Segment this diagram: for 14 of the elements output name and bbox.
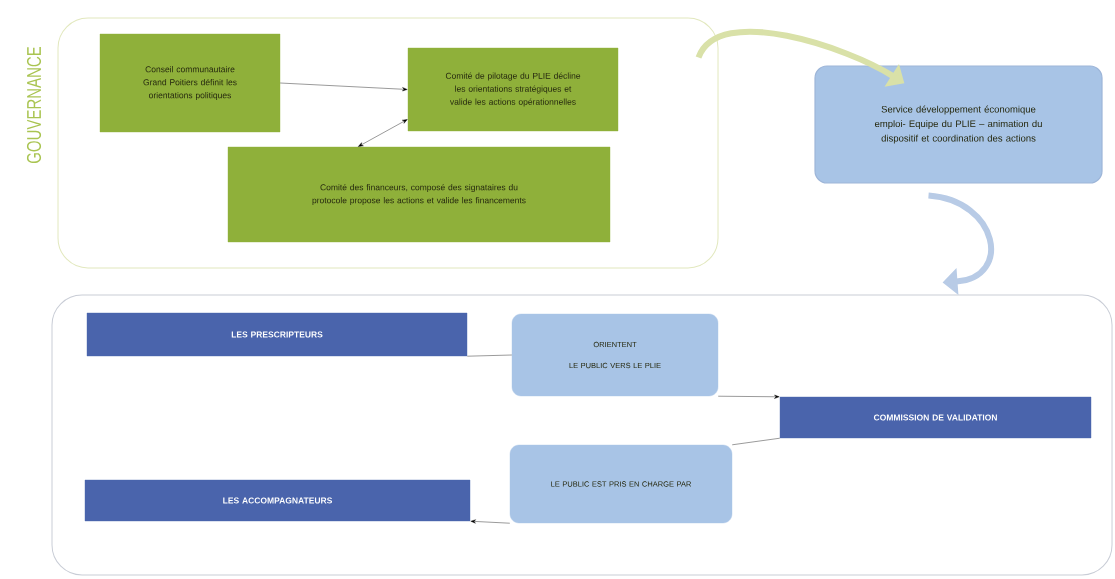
arrow <box>280 82 408 92</box>
arrow <box>358 119 408 147</box>
section-heading: GOUVERNANCE <box>26 46 42 163</box>
arrow <box>470 519 510 524</box>
arrow <box>718 394 780 399</box>
process-box: Comité de pilotage du PLIE décline les orientations stratégiques et valide les actions opérationnelles <box>407 47 619 132</box>
group-frame <box>51 294 1113 576</box>
process-box: Service développement économique emploi- Equipe du PLIE – animation du dispositif et coordination des actions <box>814 65 1103 184</box>
process-box: LES PRESCRIPTEURS <box>86 312 468 357</box>
process-box: LES ACCOMPAGNATEURS <box>84 479 471 522</box>
arrow <box>928 192 994 295</box>
process-box: COMMISSION DE VALIDATION <box>779 396 1092 439</box>
process-box: Comité des financeurs, composé des signataires du protocole propose les actions et valide les financements <box>227 146 611 243</box>
process-box: Conseil communautaire Grand Poitiers définit les orientations politiques <box>99 33 281 133</box>
